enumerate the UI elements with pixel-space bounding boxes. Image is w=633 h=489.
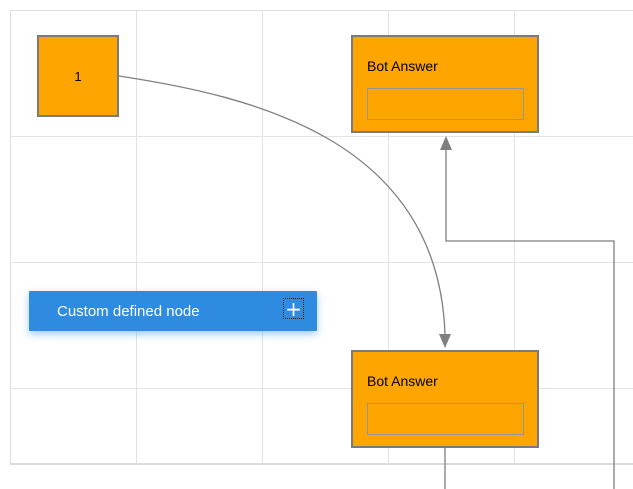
node-bot-answer-bottom[interactable]: Bot Answer	[351, 350, 539, 448]
plus-icon: +	[285, 296, 302, 321]
bot-answer-input-box[interactable]	[367, 403, 524, 435]
bot-answer-input-box[interactable]	[367, 88, 524, 120]
node-start-label: 1	[74, 68, 82, 84]
bot-answer-title: Bot Answer	[367, 58, 438, 74]
node-start[interactable]: 1	[37, 35, 119, 117]
node-custom-defined[interactable]: Custom defined node +	[29, 291, 317, 331]
custom-node-label: Custom defined node	[57, 302, 200, 320]
add-node-button[interactable]: +	[283, 298, 304, 319]
arrowhead-up-icon	[440, 136, 452, 150]
connector-ortho-to-top[interactable]	[445, 150, 615, 489]
arrowhead-down-icon	[439, 334, 451, 348]
connector-curve-start-to-bottom[interactable]	[118, 75, 446, 335]
bot-answer-title: Bot Answer	[367, 373, 438, 389]
node-bot-answer-top[interactable]: Bot Answer	[351, 35, 539, 133]
